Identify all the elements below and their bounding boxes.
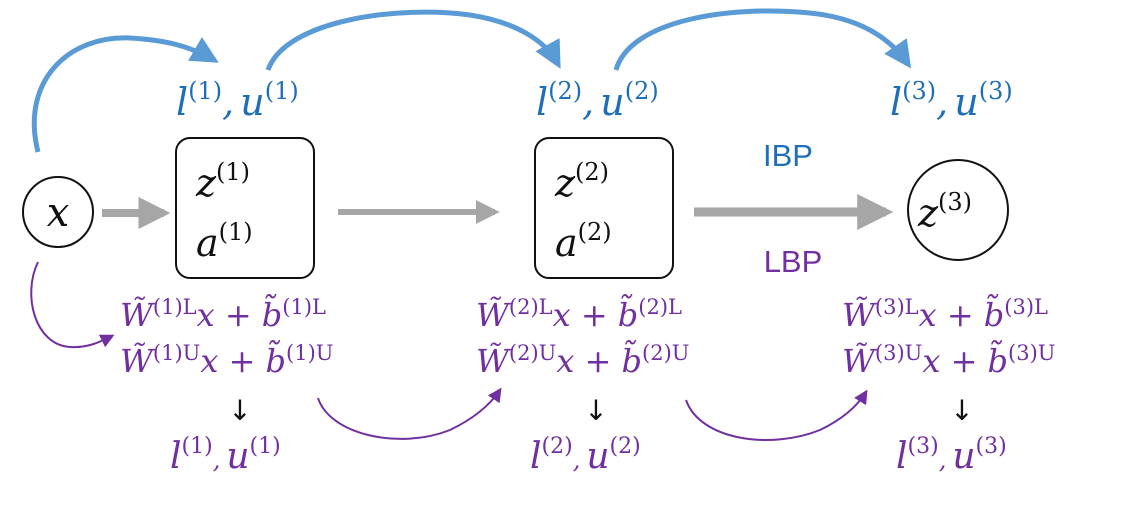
lbp-arrow-x-to-1 — [30, 261, 115, 349]
down-arrow-1: ↓ — [228, 394, 251, 427]
layer-2-z: z(2) — [554, 158, 609, 205]
layer-3-node: z(3) — [907, 159, 1009, 261]
lbp-upper-3: W̃(3)Ux + b̃(3)U — [842, 341, 1055, 380]
ibp-arrow-1-to-2 — [265, 9, 561, 71]
layer-2-a: a(2) — [555, 218, 612, 265]
lbp-bounds-1: l(1),u(1) — [170, 434, 281, 477]
ibp-bounds-2: l(2),u(2) — [536, 77, 659, 124]
lbp-upper-2: W̃(2)Ux + b̃(2)U — [476, 341, 689, 380]
input-node: x — [22, 176, 94, 248]
lbp-expressions-1: W̃(1)Lx + b̃(1)L W̃(1)Ux + b̃(1)U — [120, 295, 333, 380]
input-symbol: x — [47, 190, 70, 236]
down-arrow-2: ↓ — [584, 394, 607, 427]
layer-1-a: a(1) — [196, 218, 253, 265]
lbp-lower-2: W̃(2)Lx + b̃(2)L — [476, 295, 682, 334]
lbp-arrow-2-to-3 — [685, 389, 868, 441]
lbp-bounds-3: l(3),u(3) — [896, 434, 1007, 477]
layer-1-box: z(1) a(1) — [175, 137, 315, 279]
lbp-expressions-2: W̃(2)Lx + b̃(2)L W̃(2)Ux + b̃(2)U — [476, 295, 689, 380]
lbp-expressions-3: W̃(3)Lx + b̃(3)L W̃(3)Ux + b̃(3)U — [842, 295, 1055, 380]
layer-2-box: z(2) a(2) — [534, 137, 674, 279]
lbp-upper-1: W̃(1)Ux + b̃(1)U — [120, 341, 333, 380]
lbp-arrows — [30, 261, 868, 441]
lbp-bounds-2: l(2),u(2) — [530, 434, 641, 477]
ibp-arrow-x-to-1 — [31, 35, 219, 153]
down-arrow-3: ↓ — [950, 394, 973, 427]
ibp-bounds-3: l(3),u(3) — [890, 77, 1013, 124]
ibp-label: IBP — [763, 138, 813, 173]
lbp-label: LBP — [764, 244, 823, 279]
layer-1-z: z(1) — [195, 158, 250, 205]
lbp-lower-3: W̃(3)Lx + b̃(3)L — [842, 295, 1048, 334]
lbp-lower-1: W̃(1)Lx + b̃(1)L — [120, 295, 326, 334]
ibp-bounds-1: l(1),u(1) — [176, 77, 299, 124]
ibp-arrow-2-to-3 — [613, 8, 912, 71]
ibp-arrows — [31, 8, 912, 153]
layer-3-z: z(3) — [917, 188, 972, 235]
forward-arrows — [102, 194, 894, 230]
lbp-arrow-1-to-2 — [317, 387, 502, 440]
